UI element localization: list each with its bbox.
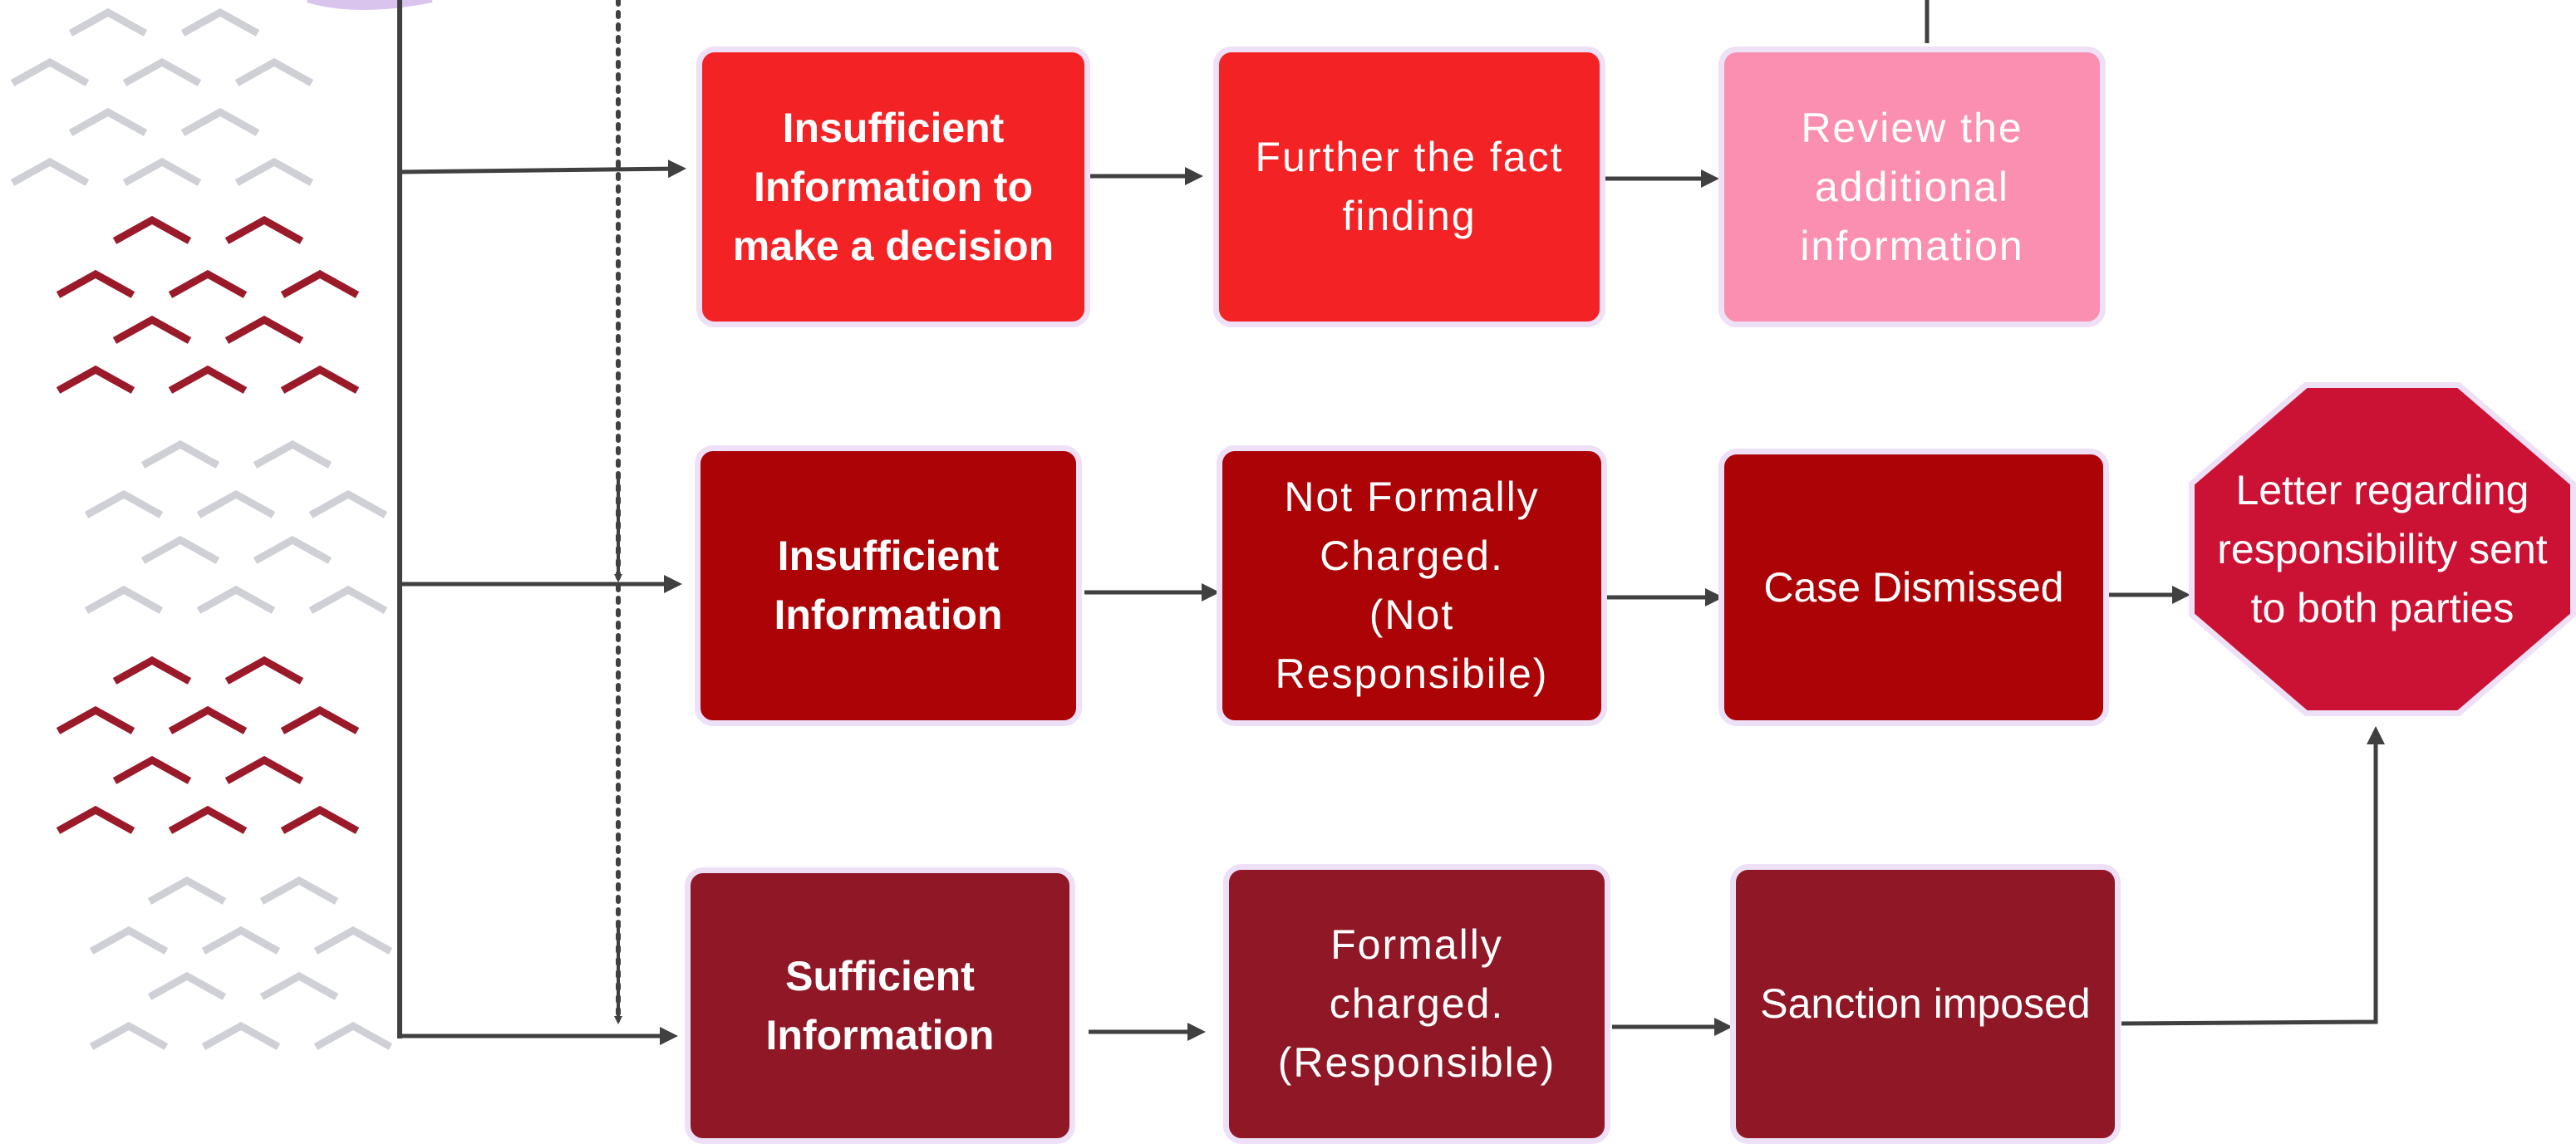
- outcome-label-row3: Sufficient Information: [765, 952, 995, 1058]
- final-label: Letter regarding responsibility sent to …: [2217, 466, 2548, 631]
- step-row3-line1: Formally: [1330, 921, 1503, 968]
- step-label-row3: Formally charged. (Responsible): [1278, 916, 1556, 1092]
- branch-arrow-row1: [399, 160, 686, 179]
- step-row2-line1: Not Formally: [1284, 474, 1540, 520]
- step-row3-line3: (Responsible): [1277, 1039, 1556, 1086]
- step-box-row2: Not Formally Charged. (Not Responsibile): [1217, 445, 1607, 726]
- next-label-row1: Review the additional information: [1800, 104, 2024, 269]
- step-box-row1: Further the fact finding: [1213, 47, 1605, 327]
- next-label-row2: Case Dismissed: [1763, 563, 2064, 611]
- step-row2-line2: Charged.: [1320, 533, 1504, 579]
- step-row2-line3: (Not: [1369, 592, 1455, 638]
- step-row3-line2: charged.: [1329, 980, 1505, 1027]
- outcome-box-row3: Sufficient Information: [685, 867, 1075, 1144]
- step-box-row3: Formally charged. (Responsible): [1223, 864, 1610, 1144]
- next-box-row2: Case Dismissed: [1718, 449, 2109, 726]
- next-label-row3: Sanction imposed: [1760, 980, 2091, 1027]
- step-label-row1: Further the fact finding: [1255, 134, 1564, 239]
- chevron-pattern-decoration: [10, 7, 393, 1050]
- outcome-label-row2: Insufficient Information: [774, 533, 1003, 638]
- partial-circle-decoration: [307, 0, 433, 10]
- outcome-box-row1: Insufficient Information to make a decis…: [696, 47, 1090, 327]
- next-box-row3: Sanction imposed: [1730, 864, 2121, 1144]
- next-box-row1: Review the additional information: [1718, 47, 2106, 327]
- step-row2-line4: Responsibile): [1275, 651, 1549, 697]
- outcome-label-row1: Insufficient Information to make a decis…: [732, 104, 1054, 269]
- arrow-to-letter: [2121, 726, 2385, 1026]
- step-label-row2: Not Formally Charged. (Not Responsibile): [1276, 468, 1549, 704]
- outcome-box-row2: Insufficient Information: [695, 445, 1082, 726]
- final-octagon: Letter regarding responsibility sent to …: [2195, 388, 2570, 710]
